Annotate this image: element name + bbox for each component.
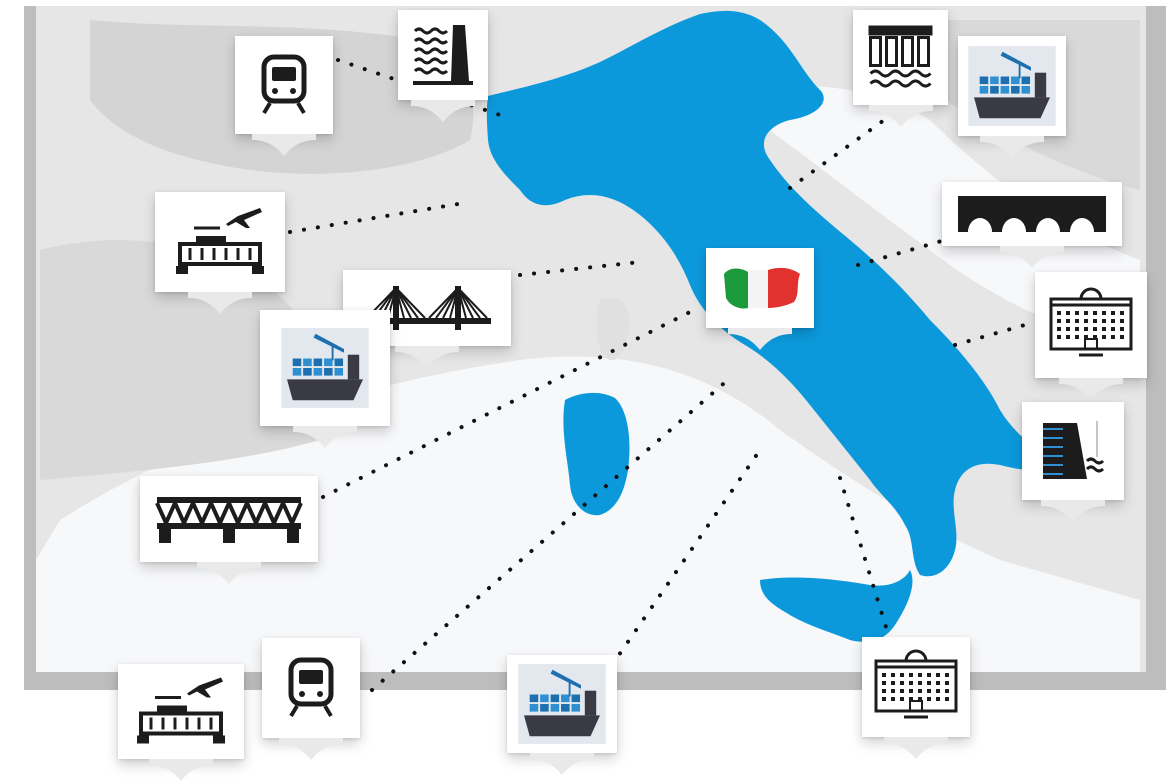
card-pin-tab <box>530 753 594 775</box>
card-pin-tab <box>1000 246 1064 268</box>
marker-card-ship-west[interactable] <box>260 310 390 448</box>
card-pin-tab <box>868 105 933 127</box>
connector-line <box>788 108 900 190</box>
dam-icon <box>413 25 473 85</box>
card-pin-tab <box>149 759 213 781</box>
airport-icon <box>176 208 264 274</box>
card-pin-tab <box>188 292 252 314</box>
train-icon <box>288 657 334 718</box>
airport-icon <box>137 677 225 744</box>
marker-card-train-south[interactable] <box>262 638 360 760</box>
connector-line <box>370 376 732 692</box>
card-pin-tab <box>395 346 459 368</box>
cargo-ship-icon <box>968 46 1056 126</box>
sardinia <box>563 392 630 516</box>
cargo-ship-icon <box>518 664 606 744</box>
marker-card-airport-south[interactable] <box>118 664 244 781</box>
card-pin-tab <box>1041 500 1105 522</box>
marker-card-truss-bridge-west[interactable] <box>140 476 318 584</box>
marker-card-bridge-arch-east[interactable] <box>942 182 1122 268</box>
card-pin-tab <box>728 328 792 350</box>
card-pin-tab <box>293 426 357 448</box>
marker-card-train-north[interactable] <box>235 36 333 156</box>
public-building-icon <box>874 649 958 719</box>
connector-line <box>856 238 947 267</box>
connector-line <box>953 320 1037 347</box>
card-pin-tab <box>279 738 343 760</box>
connector-line <box>838 476 892 642</box>
connector-line <box>610 448 762 667</box>
truss-bridge-icon <box>155 497 303 543</box>
marker-card-building-south[interactable] <box>862 637 970 759</box>
marker-card-flag-center[interactable] <box>706 248 814 350</box>
marker-card-dam-north[interactable] <box>398 10 488 122</box>
card-pin-tab <box>197 562 261 584</box>
card-pin-tab <box>1059 378 1123 400</box>
marker-card-airport-west[interactable] <box>155 192 285 314</box>
card-pin-tab <box>252 134 316 156</box>
hydro-dam-icon <box>1043 421 1105 479</box>
sicily <box>760 570 913 642</box>
cargo-ship-icon <box>281 328 369 408</box>
marker-card-building-east[interactable] <box>1035 272 1147 400</box>
marker-card-ship-northeast[interactable] <box>958 36 1066 158</box>
corsica <box>596 297 630 361</box>
public-building-icon <box>1049 287 1133 357</box>
marker-card-ship-south[interactable] <box>507 655 617 775</box>
connector-line <box>518 260 642 277</box>
card-pin-tab <box>884 737 948 759</box>
dam-wall-icon <box>868 25 933 88</box>
marker-card-dam-northeast[interactable] <box>853 10 948 127</box>
italy-flag-icon <box>724 267 800 309</box>
card-pin-tab <box>411 100 475 122</box>
card-pin-tab <box>980 136 1044 158</box>
train-icon <box>261 54 307 115</box>
marker-card-hydro-east[interactable] <box>1022 402 1124 522</box>
arch-bridge-icon <box>958 196 1106 232</box>
